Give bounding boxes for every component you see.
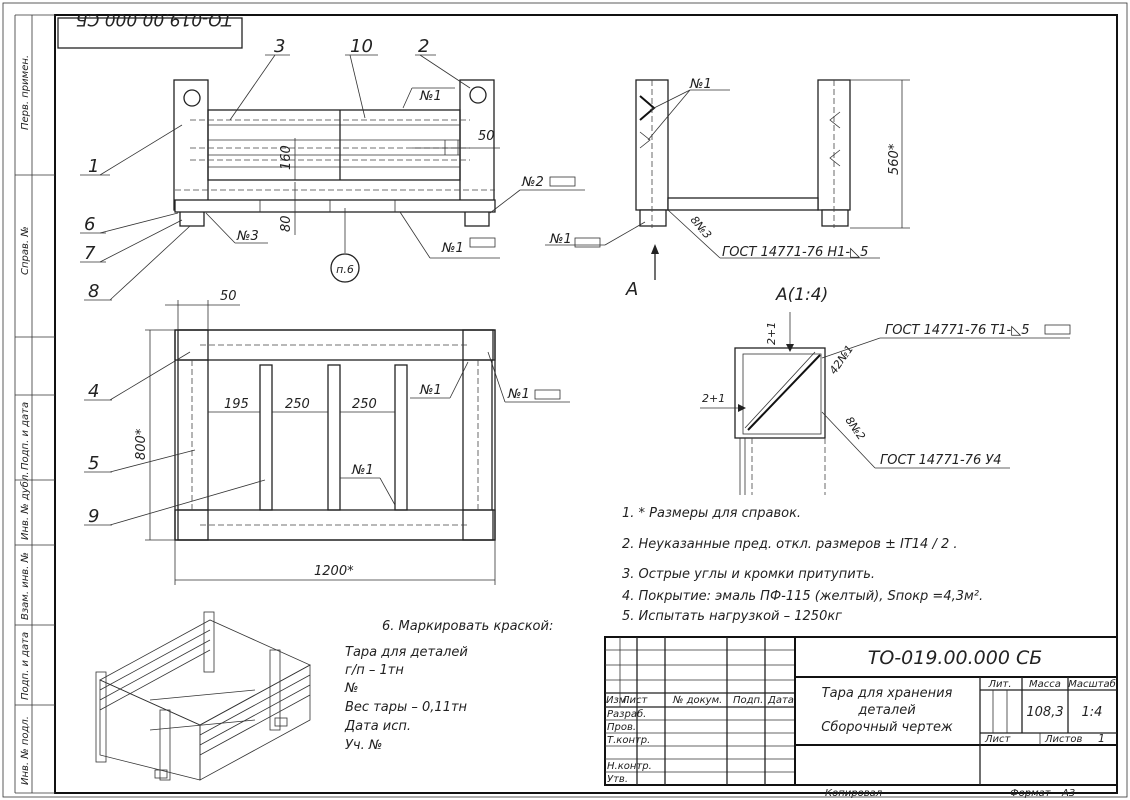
weld-detail-8: 8№2 <box>843 414 868 442</box>
rotated-designation: ТО-019.00.000 СБ <box>76 9 232 29</box>
row-utv: Утв. <box>607 774 628 785</box>
col-doc: № докум. <box>672 695 722 706</box>
isometric-sketch <box>95 611 311 781</box>
col-list: Лист <box>621 695 649 706</box>
weld-side-left: №1 <box>549 232 572 247</box>
scale-label: Масштаб <box>1068 678 1116 690</box>
note-5: 5. Испытать нагрузкой – 1250кг <box>622 609 842 624</box>
rotated-designation-box: ТО-019.00.000 СБ <box>57 9 243 49</box>
row-razrab: Разраб. <box>607 708 646 720</box>
bottom-labels: Копировал Формат А3 <box>825 788 1075 799</box>
weld-detail-42: 42№1 <box>827 343 856 377</box>
note-3: 3. Острые углы и кромки притупить. <box>622 567 875 582</box>
marking-line-2: г/п – 1тн <box>345 663 404 678</box>
marking-line-6: Уч. № <box>345 738 382 753</box>
marking-notes: 6. Маркировать краской: Тара для деталей… <box>344 619 553 753</box>
note-1: 1. * Размеры для справок. <box>622 506 801 521</box>
weld-side-diag: 8№3 <box>688 214 714 242</box>
side-label-inv-dubl: Инв. № дубл. <box>19 472 31 540</box>
dim-plan-1200: 1200* <box>314 564 354 579</box>
row-tkontr: Т.контр. <box>607 735 650 746</box>
scale-value: 1:4 <box>1082 705 1103 720</box>
side-label-podp-data-2: Подп. и дата <box>20 632 31 700</box>
marking-title: 6. Маркировать краской: <box>382 619 553 634</box>
detail-title: А(1:4) <box>775 285 828 305</box>
row-nkontr: Н.контр. <box>607 761 652 772</box>
weld-front-bottom: №1 <box>441 241 464 256</box>
callout-10: 10 <box>350 36 373 57</box>
mass-label: Масса <box>1029 679 1061 690</box>
side-view: 560* №1 №1 8№3 ГОСТ 14771-76 Н1-◺5 А <box>545 77 910 300</box>
callout-3: 3 <box>274 36 285 57</box>
weld-side-top: №1 <box>689 77 712 92</box>
side-strip: Перв. примен. Справ. № Подп. и дата Инв.… <box>19 55 31 785</box>
col-izm: Изм. <box>606 695 630 706</box>
weld-front-top: №1 <box>419 89 442 104</box>
weld-front-3: №3 <box>236 229 259 244</box>
dim-front-160: 160 <box>279 145 294 170</box>
tol-left: 2+1 <box>702 392 725 405</box>
col-data: Дата <box>767 695 794 706</box>
weld-plan-bottom: №1 <box>351 463 374 478</box>
dim-plan-250a: 250 <box>285 397 310 412</box>
plan-view: 50 195 250 250 800* 1200* 4 5 9 №1 №1 <box>84 289 570 585</box>
marking-line-1: Тара для деталей <box>345 645 468 660</box>
marking-line-4: Вес тары – 0,11тн <box>345 700 468 715</box>
col-podp: Подп. <box>733 695 763 706</box>
side-label-vzam-inv: Взам. инв. № <box>20 552 31 620</box>
row-prov: Пров. <box>607 722 636 733</box>
view-arrow-a: А <box>625 279 638 300</box>
product-name-line-1: Тара для хранения <box>822 686 953 701</box>
weld-front-2: №2 <box>521 175 544 190</box>
technical-notes: 1. * Размеры для справок. 2. Неуказанные… <box>622 506 983 624</box>
detail-view-a: А(1:4) 2+1 2+1 ГОСТ 14771-76 Т1-◺5 42№1 … <box>700 285 1071 495</box>
marking-line-5: Дата исп. <box>344 719 411 734</box>
dim-plan-800: 800* <box>134 428 149 460</box>
lit-label: Лит. <box>987 679 1011 690</box>
callout-9: 9 <box>88 506 99 527</box>
product-name-line-2: деталей <box>857 703 915 718</box>
dim-side-560: 560* <box>887 143 902 175</box>
callout-2: 2 <box>418 36 429 57</box>
mass-value: 108,3 <box>1026 705 1063 720</box>
sheets-label: Листов <box>1044 734 1082 745</box>
note-2: 2. Неуказанные пред. откл. размеров ± IT… <box>622 537 958 552</box>
side-label-perv-primen: Перв. примен. <box>20 55 31 130</box>
dim-plan-50: 50 <box>220 289 237 304</box>
sheets-value: 1 <box>1098 732 1105 745</box>
callout-8: 8 <box>88 281 99 302</box>
tol-top: 2+1 <box>765 322 778 345</box>
note-circle-p6: п.6 <box>336 263 354 276</box>
side-label-sprav: Справ. № <box>20 226 31 275</box>
gost-side-h1: ГОСТ 14771-76 Н1-◺5 <box>722 245 868 260</box>
front-view: 160 80 50 3 10 2 1 6 7 8 №1 <box>80 36 585 302</box>
callout-7: 7 <box>84 243 96 264</box>
sheet-label: Лист <box>984 734 1012 745</box>
dim-plan-250b: 250 <box>352 397 377 412</box>
dim-plan-195: 195 <box>224 397 249 412</box>
weld-plan-inner: №1 <box>419 383 442 398</box>
weld-plan-outer: №1 <box>507 387 530 402</box>
note-4: 4. Покрытие: эмаль ПФ-115 (желтый), Sпок… <box>622 589 983 604</box>
title-block: ТО-019.00.000 СБ Изм. Лист № докум. Подп… <box>604 636 1118 786</box>
product-name-line-3: Сборочный чертеж <box>821 720 953 735</box>
gost-detail-u4: ГОСТ 14771-76 У4 <box>880 453 1002 468</box>
dim-front-80: 80 <box>279 215 294 232</box>
callout-1: 1 <box>88 156 99 177</box>
copied-label: Копировал <box>825 788 883 799</box>
dim-front-50: 50 <box>478 129 495 144</box>
format-label: Формат <box>1010 788 1052 799</box>
callout-4: 4 <box>88 381 99 402</box>
title-designation: ТО-019.00.000 СБ <box>868 647 1043 669</box>
gost-detail-t1: ГОСТ 14771-76 Т1-◺5 <box>885 323 1030 338</box>
side-label-inv-podl: Инв. № подл. <box>20 716 31 785</box>
format-value: А3 <box>1061 788 1075 799</box>
marking-line-3: № <box>344 681 359 696</box>
side-label-podp-data-1: Подп. и дата <box>20 402 31 470</box>
callout-6: 6 <box>84 214 95 235</box>
callout-5: 5 <box>88 453 99 474</box>
